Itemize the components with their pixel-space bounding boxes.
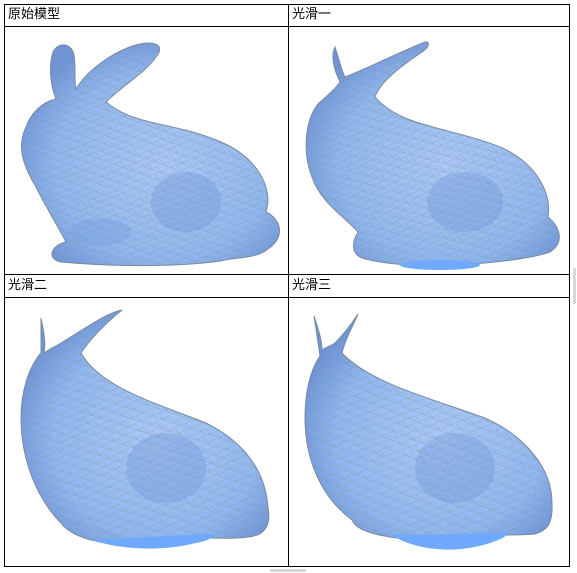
- cell-label-smooth-1: 光滑一: [292, 7, 332, 22]
- bunny-smooth-3-image: [290, 298, 569, 564]
- figure-grid-table: 原始模型 光滑一 光滑二 光滑三: [4, 4, 570, 567]
- table-vertical-divider: [288, 5, 289, 566]
- table-header-divider-bottom: [5, 297, 569, 298]
- bunny-original-image: [6, 27, 287, 273]
- right-resize-handle[interactable]: [573, 268, 576, 304]
- bottom-resize-handle[interactable]: [270, 569, 306, 572]
- cell-label-smooth-2: 光滑二: [8, 278, 48, 293]
- cell-label-original: 原始模型: [8, 7, 61, 22]
- cell-label-smooth-3: 光滑三: [292, 278, 332, 293]
- table-header-divider-top: [5, 26, 569, 27]
- table-row-divider: [5, 274, 569, 275]
- bunny-smooth-2-image: [6, 298, 287, 564]
- bunny-smooth-1-image: [290, 27, 569, 273]
